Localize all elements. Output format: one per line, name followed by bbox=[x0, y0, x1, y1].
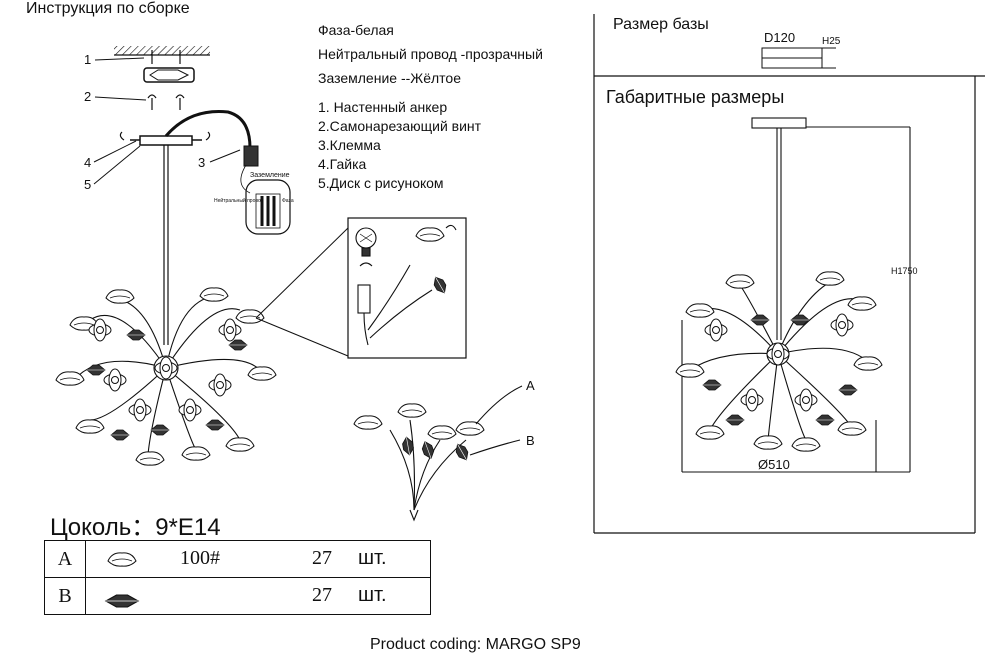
terminal-phase-label: Фаза bbox=[282, 198, 294, 204]
callout-2: 2 bbox=[84, 89, 92, 104]
socket-value: 9*E14 bbox=[155, 514, 221, 541]
canopy-bar bbox=[119, 131, 211, 146]
terminal-block bbox=[243, 145, 259, 167]
wiring-phase: Фаза-белая bbox=[318, 22, 394, 38]
table-row: A 100# 27 шт. bbox=[44, 540, 431, 578]
part-unit: шт. bbox=[358, 584, 387, 606]
chandelier-dimension-view bbox=[675, 117, 911, 473]
callout-a: A bbox=[526, 378, 535, 393]
part-details: 100# 27 шт. bbox=[85, 540, 431, 578]
product-coding: Product coding: MARGO SP9 bbox=[370, 636, 581, 653]
parts-table: A 100# 27 шт. B 27 шт. bbox=[44, 540, 431, 615]
mounting-bracket bbox=[143, 67, 195, 83]
wall-anchor bbox=[151, 50, 181, 64]
part-letter: A bbox=[44, 540, 86, 578]
self-tapping-screw bbox=[147, 94, 185, 110]
ceiling-hatch bbox=[114, 46, 210, 56]
chandelier-front-view bbox=[55, 287, 277, 466]
overall-size-title: Габаритные размеры bbox=[606, 87, 785, 107]
parts-legend: 1. Настенный анкер 2.Самонарезающий винт… bbox=[318, 98, 481, 193]
part-letter: B bbox=[44, 577, 86, 615]
chain bbox=[163, 145, 169, 345]
legend-item: 1. Настенный анкер bbox=[318, 99, 448, 115]
table-row: B 27 шт. bbox=[44, 577, 431, 615]
legend-item: 4.Гайка bbox=[318, 156, 367, 172]
socket-spec: Цоколь：9*E14 bbox=[50, 507, 221, 542]
overall-height: H1750 bbox=[891, 266, 918, 276]
base-height: H25 bbox=[822, 36, 841, 47]
overall-diameter: Ø510 bbox=[758, 457, 790, 472]
terminal-neutral-label: Нейтральный провод bbox=[214, 198, 264, 204]
right-frame bbox=[593, 14, 985, 534]
part-qty: 27 bbox=[312, 584, 332, 606]
callout-4: 4 bbox=[84, 155, 92, 170]
callout-3: 3 bbox=[198, 155, 206, 170]
socket-detail bbox=[355, 224, 457, 346]
terminal-detail bbox=[240, 164, 291, 235]
callout-5: 5 bbox=[84, 177, 92, 192]
legend-item: 3.Клемма bbox=[318, 137, 381, 153]
legend-item: 5.Диск с рисунокoм bbox=[318, 175, 444, 191]
base-size-title: Размер базы bbox=[613, 16, 709, 33]
terminal-ground-label: Заземление bbox=[250, 172, 290, 179]
part-code: 100# bbox=[180, 547, 220, 569]
supply-wire bbox=[164, 110, 252, 149]
arm-detail bbox=[353, 385, 523, 522]
socket-label: Цоколь： bbox=[50, 514, 156, 541]
part-unit: шт. bbox=[358, 547, 387, 569]
part-qty: 27 bbox=[312, 547, 332, 569]
part-details: 27 шт. bbox=[85, 577, 431, 615]
callout-b: B bbox=[526, 433, 535, 448]
base-diameter: D120 bbox=[764, 30, 796, 45]
page-title: Инструкция по сборке bbox=[26, 0, 190, 17]
callout-leaders bbox=[93, 57, 241, 185]
wiring-neutral: Нейтральный провод -прозрачный bbox=[318, 46, 543, 62]
wiring-ground: Заземление --Жёлтое bbox=[318, 70, 461, 86]
callout-1: 1 bbox=[84, 52, 92, 67]
legend-item: 2.Самонарезающий винт bbox=[318, 118, 482, 134]
base-diagram bbox=[761, 47, 836, 69]
